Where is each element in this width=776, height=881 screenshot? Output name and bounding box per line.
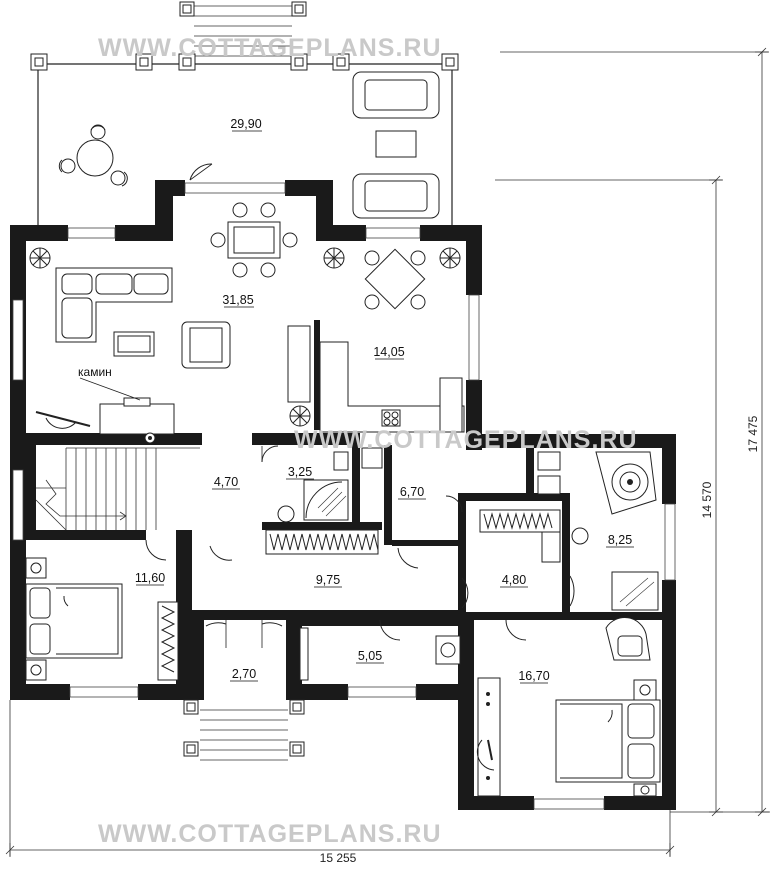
house-height-dimension: 14 570 — [700, 481, 714, 518]
boiler-area: 5,05 — [358, 649, 382, 663]
bedroom-left-area: 11,60 — [135, 571, 165, 585]
hall-area: 4,70 — [214, 475, 238, 489]
terrace-round-table — [58, 124, 128, 187]
terrace-area: 29,90 — [230, 117, 261, 131]
master-bath-area: 8,25 — [608, 533, 632, 547]
total-height-dimension: 17 475 — [746, 415, 760, 452]
boiler-room: 5,05 — [299, 627, 461, 681]
kitchen-furniture: 14,05 — [287, 248, 465, 433]
width-dimension: 15 255 — [320, 851, 357, 865]
small-bath-area: 3,25 — [288, 465, 312, 479]
watermark-bottom: WWW.COTTAGEPLANS.RU — [98, 820, 442, 848]
utility-area: 6,70 — [400, 485, 424, 499]
utility-room: 6,70 — [361, 447, 463, 513]
small-bathroom: 3,25 — [261, 445, 349, 523]
corridor-wardrobe — [265, 529, 379, 555]
corridor-doors — [145, 539, 527, 641]
terrace: 29,90 — [30, 1, 459, 226]
terrace-steps — [194, 5, 292, 57]
corridor-area: 9,75 — [316, 573, 340, 587]
windows — [12, 182, 676, 810]
kitchen-area: 14,05 — [373, 345, 404, 359]
stairs — [35, 447, 200, 531]
vestibule-area: 2,70 — [232, 667, 256, 681]
bedroom-left: 11,60 — [25, 557, 179, 681]
dressing-room: 4,80 — [461, 509, 561, 609]
fireplace-label: камин — [78, 365, 112, 379]
bedroom-master: 16,70 — [476, 617, 661, 797]
dimension-lines — [5, 47, 770, 857]
watermark-top: WWW.COTTAGEPLANS.RU — [98, 34, 442, 62]
terrace-columns — [30, 1, 459, 71]
terrace-sofas — [352, 71, 440, 219]
vestibule: 2,70 — [183, 620, 305, 761]
bedroom-master-area: 16,70 — [518, 669, 549, 683]
dressing-area: 4,80 — [502, 573, 526, 587]
plant-icon — [29, 247, 461, 427]
living-area: 31,85 — [222, 293, 253, 307]
watermark-middle: WWW.COTTAGEPLANS.RU — [294, 426, 638, 454]
living-furniture: 31,85 камин — [29, 163, 461, 444]
master-bathroom: 8,25 — [537, 451, 659, 611]
